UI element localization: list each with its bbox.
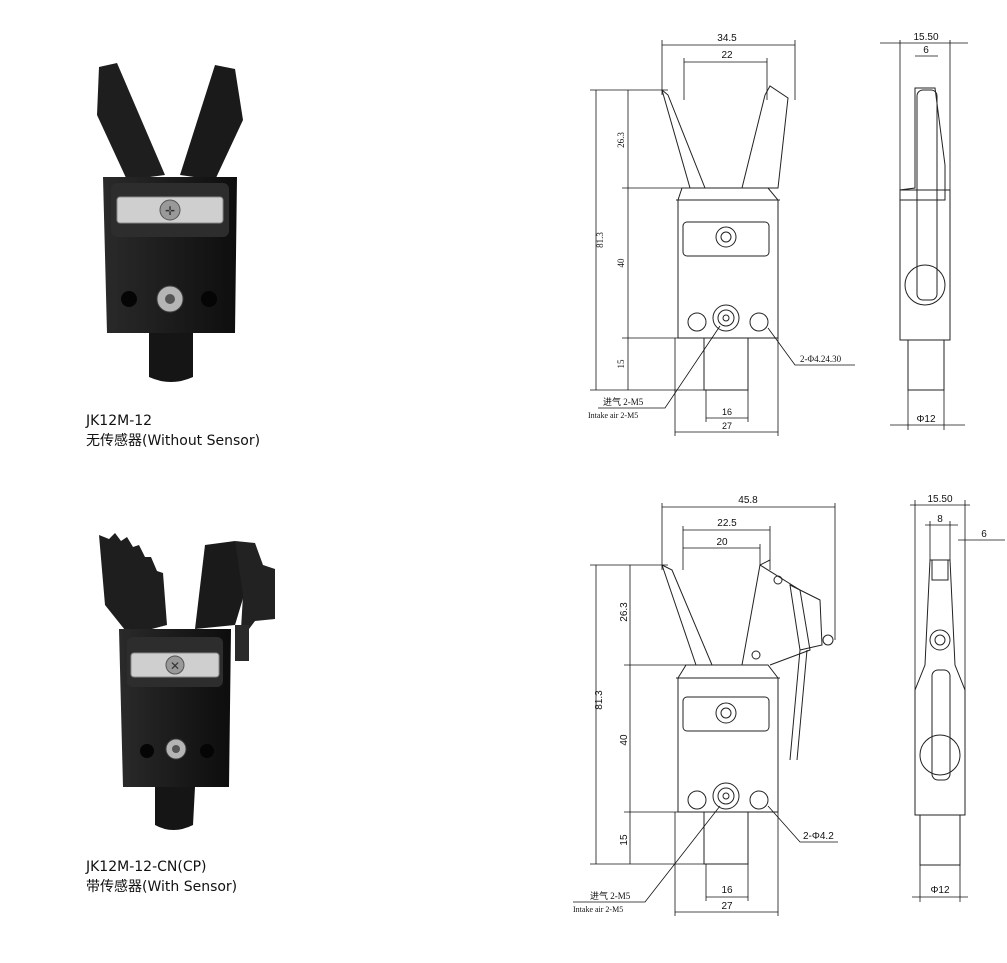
dim-total-height: 81.3 [595, 232, 605, 248]
model-description: 无传感器(Without Sensor) [86, 433, 261, 449]
product-caption-1: JK12M-12 无传感器(Without Sensor) [86, 411, 260, 451]
dim-side-width: 15.50 [927, 494, 952, 505]
dim-stem-height: 15 [619, 834, 630, 846]
dim-hole-spacing: 16 [722, 407, 732, 417]
svg-text:✕: ✕ [170, 659, 180, 673]
dim-jaw-width: 22.5 [717, 518, 737, 529]
gripper-drawing-2: 45.8 22.5 20 81.3 26.3 40 15 2-Φ4.2 进气 2… [573, 494, 1005, 916]
intake-label-cn: 进气 2-M5 [603, 396, 644, 407]
dim-jaw-width: 22 [721, 50, 733, 61]
dim-side-inner: 8 [937, 514, 943, 525]
model-name: JK12M-12-CN(CP) [86, 859, 207, 875]
hole-note: 2-Φ4.24.30 [800, 354, 842, 364]
model-name: JK12M-12 [86, 413, 153, 429]
svg-text:✛: ✛ [165, 204, 175, 218]
dim-base-width: 27 [721, 901, 733, 912]
intake-label-cn: 进气 2-M5 [590, 890, 631, 901]
dim-stem-diameter: Φ12 [916, 414, 936, 425]
dim-jaw-height: 26.3 [616, 132, 626, 148]
product-photo-without-sensor: ✛ [97, 63, 243, 382]
dim-total-height: 81.3 [594, 690, 605, 710]
technical-drawing-without-sensor: 34.5 22 81.3 26.3 40 15 2-Φ4.24.30 进气 2-… [588, 32, 968, 436]
dim-body-height: 40 [619, 734, 630, 746]
dim-side-offset: 6 [981, 529, 987, 540]
intake-label-en: Intake air 2-M5 [588, 411, 638, 420]
product-caption-2: JK12M-12-CN(CP) 带传感器(With Sensor) [86, 857, 237, 897]
hole-note: 2-Φ4.2 [803, 831, 834, 842]
model-description: 带传感器(With Sensor) [86, 879, 238, 895]
dim-side-inner: 6 [923, 45, 929, 56]
intake-label-en: Intake air 2-M5 [573, 905, 623, 914]
dim-total-width: 45.8 [738, 495, 758, 506]
dim-body-height: 40 [616, 258, 626, 268]
product-photo-with-sensor: ✕ [99, 533, 275, 830]
dim-hole-spacing: 16 [721, 885, 733, 896]
dim-base-width: 27 [722, 421, 732, 431]
dim-jaw-height: 26.3 [619, 602, 630, 622]
dim-stem-height: 15 [616, 359, 626, 369]
dim-stem-diameter: Φ12 [930, 885, 950, 896]
dim-side-width: 15.50 [913, 32, 938, 43]
dim-inner-width: 20 [716, 537, 728, 548]
dim-total-width: 34.5 [717, 33, 737, 44]
